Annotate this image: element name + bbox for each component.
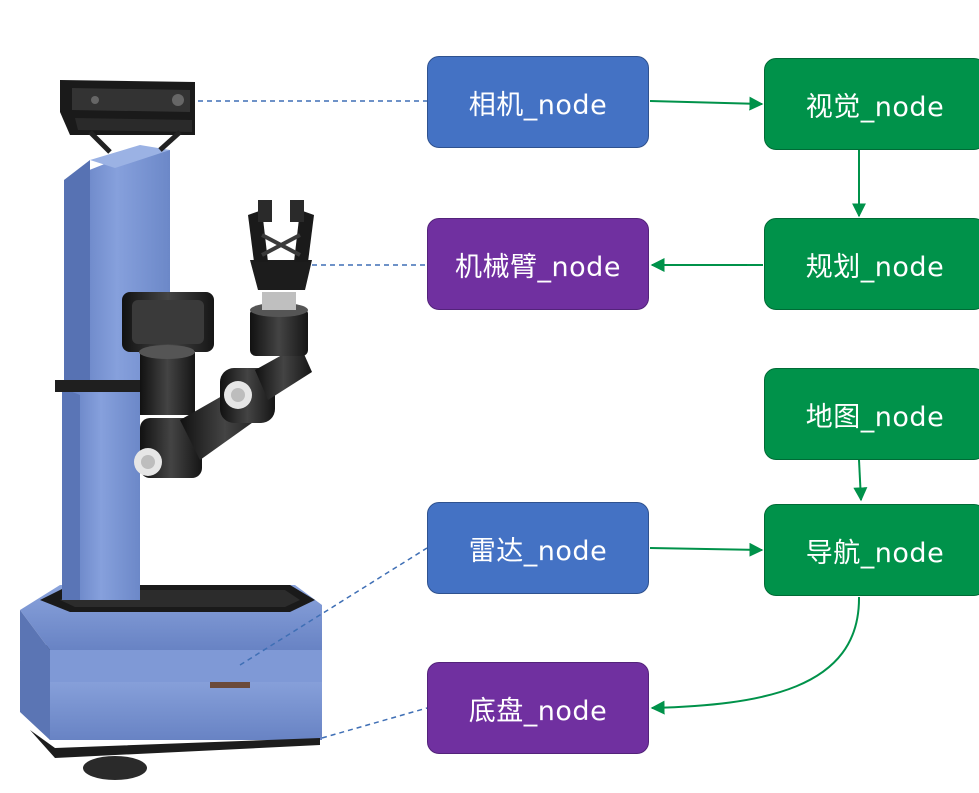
node-camera: 相机_node — [427, 56, 649, 148]
arrow-navigation-to-chassis — [650, 596, 861, 715]
node-lidar-label: 雷达_node — [468, 535, 608, 567]
robot-illustration — [20, 80, 322, 780]
node-navigation: 导航_node — [764, 504, 979, 596]
arrow-map-to-navigation — [853, 459, 868, 502]
node-lidar: 雷达_node — [427, 502, 649, 594]
node-arm: 机械臂_node — [427, 218, 649, 310]
node-navigation-label: 导航_node — [805, 537, 945, 569]
node-arm-label: 机械臂_node — [455, 251, 621, 283]
node-map: 地图_node — [764, 368, 979, 460]
node-map-label: 地图_node — [805, 401, 945, 433]
arrow-camera-to-vision — [649, 96, 764, 111]
node-camera-label: 相机_node — [468, 89, 608, 121]
node-planning-label: 规划_node — [805, 251, 945, 283]
node-vision-label: 视觉_node — [805, 91, 945, 123]
node-vision: 视觉_node — [764, 58, 979, 150]
node-chassis-label: 底盘_node — [468, 695, 608, 727]
flow-arrows — [649, 96, 868, 715]
node-chassis: 底盘_node — [427, 662, 649, 754]
leader-lidar — [239, 547, 428, 666]
node-planning: 规划_node — [764, 218, 979, 310]
leader-lines — [198, 100, 428, 739]
arrow-lidar-to-navigation — [649, 542, 764, 557]
leader-chassis — [321, 707, 428, 739]
